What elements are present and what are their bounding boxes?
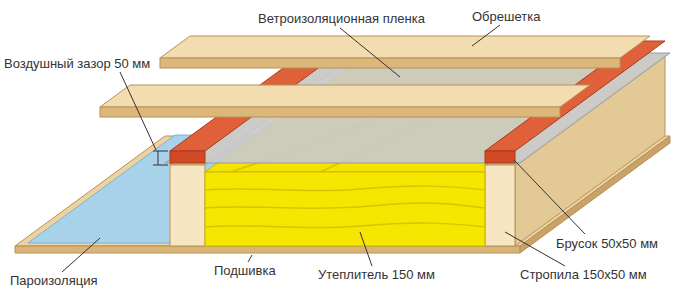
batten-plank xyxy=(160,36,650,58)
rafter-front xyxy=(485,165,515,246)
batten-plank-front xyxy=(160,58,620,68)
part-label: Ветроизоляционная пленка xyxy=(258,11,425,26)
part-label: Утеплитель 150 мм xyxy=(318,267,435,282)
part-label: Подшивка xyxy=(214,263,276,278)
batten-plank-front xyxy=(100,107,560,117)
rafter-front xyxy=(170,165,205,246)
part-label: Пароизоляция xyxy=(10,273,97,288)
part-label: Стропила 150х50 мм xyxy=(520,267,647,282)
part-label: Обрешетка xyxy=(472,9,540,24)
batten-plank xyxy=(100,85,590,107)
dimension-mark xyxy=(153,151,168,165)
counter-batten-front xyxy=(170,151,205,163)
ceiling-board-edge xyxy=(15,246,520,253)
counter-batten-front xyxy=(485,151,515,163)
part-label: Воздушный зазор 50 мм xyxy=(4,56,150,71)
insulation-front xyxy=(205,172,485,246)
part-label: Брусок 50х50 мм xyxy=(556,236,658,251)
